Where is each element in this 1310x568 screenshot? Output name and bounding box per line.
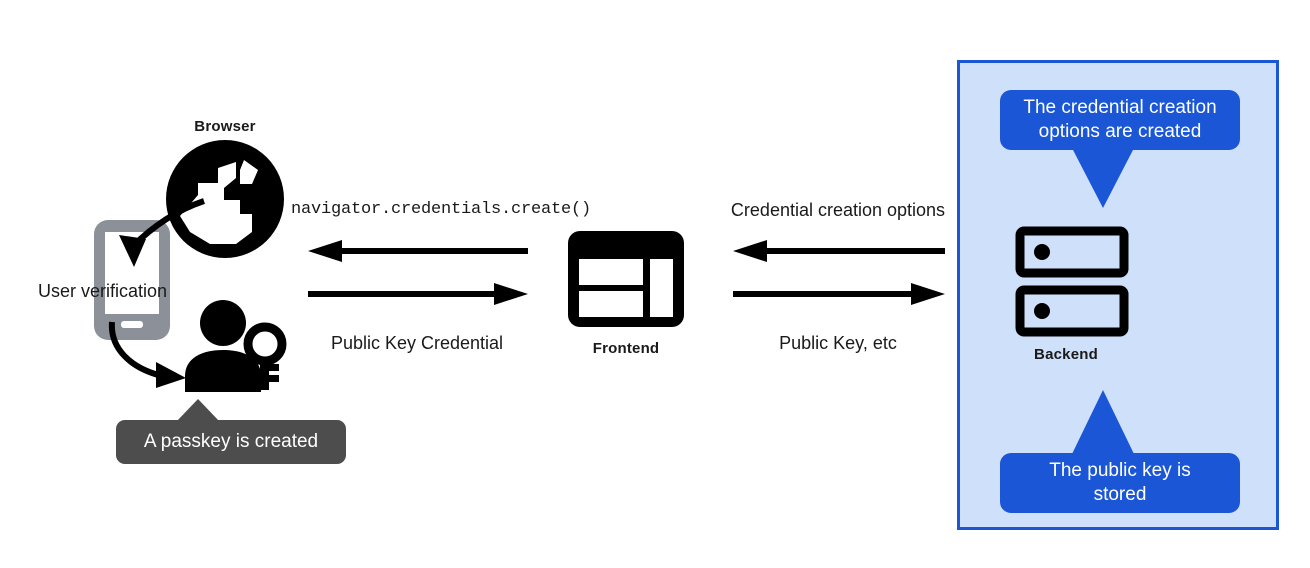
frontend-label: Frontend [592,340,660,357]
callout-public-key-stored: The public key is stored [1000,453,1240,513]
callout-top-line2: options are created [1038,121,1202,142]
label-credential-creation-options: Credential creation options [730,200,946,220]
callout-bottom-line2: stored [1093,484,1147,505]
web-layout-icon [568,231,684,327]
arrow-right-bottom [733,283,945,305]
callout-top-tail [1072,148,1134,208]
arrow-left-bottom [308,283,528,305]
arrow-right-top [733,240,945,262]
arrow-phone-to-user [106,320,216,390]
user-verification-label: User verification [38,281,168,301]
person-with-key-icon [185,300,289,392]
label-public-key-credential: Public Key Credential [330,333,504,353]
passkey-created-tooltip: A passkey is created [116,420,346,464]
callout-bottom-line1: The public key is [1049,459,1191,481]
globe-icon [166,140,284,258]
server-rack-icon [1015,226,1129,338]
label-public-key-etc: Public Key, etc [779,333,897,353]
callout-bottom-text: The public key is stored [1049,459,1191,508]
label-navigator-credentials-create: navigator.credentials.create() [291,200,592,219]
passkey-tooltip-tail [176,399,220,422]
arrow-left-top [308,240,528,262]
arrow-globe-to-phone [100,195,210,285]
backend-label: Backend [1034,346,1098,363]
callout-credential-creation-options: The credential creation options are crea… [1000,90,1240,150]
browser-label: Browser [194,118,256,135]
callout-bottom-tail [1072,390,1134,454]
callout-top-line1: The credential creation [1023,96,1217,118]
callout-top-text: The credential creation options are crea… [1023,96,1216,145]
